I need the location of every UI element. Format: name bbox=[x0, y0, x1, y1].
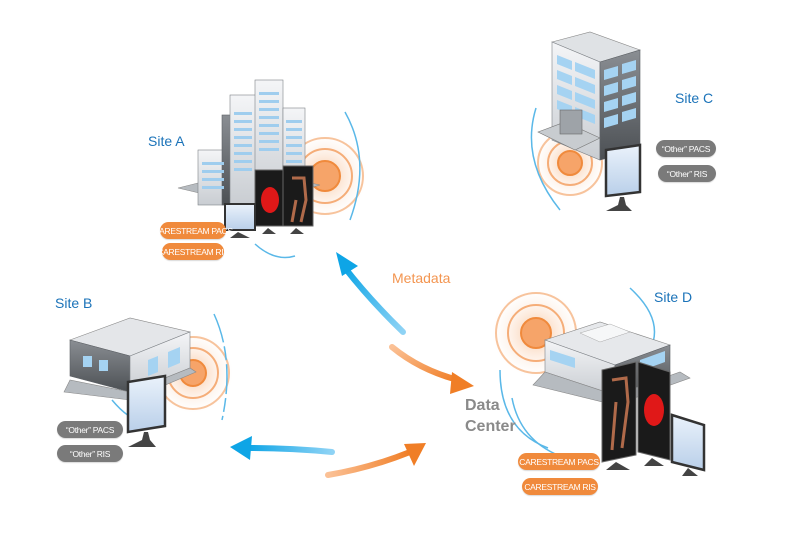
site-c-label: Site C bbox=[675, 90, 714, 106]
site-a-pacs-badge: CARESTREAM PACS bbox=[153, 222, 233, 239]
flow-arrow-to-site-a bbox=[336, 252, 406, 335]
workstation-monitor-icon bbox=[604, 143, 642, 211]
site-d-pacs-badge: CARESTREAM PACS bbox=[518, 453, 600, 470]
data-center-label-line1: Data bbox=[465, 397, 500, 414]
site-a-label: Site A bbox=[148, 133, 185, 149]
orbit-arc bbox=[254, 243, 296, 259]
site-b-pacs-badge: “Other” PACS bbox=[57, 421, 123, 438]
orbit-arc bbox=[344, 111, 361, 221]
site-c-graphic bbox=[530, 31, 642, 211]
3d-viewer-monitors-icon bbox=[224, 165, 314, 238]
workstation-monitor-icon bbox=[126, 374, 167, 447]
site-a-graphic bbox=[177, 79, 367, 259]
site-b-graphic bbox=[63, 313, 233, 447]
site-a-ris-badge: CARESTREAM RIS bbox=[157, 243, 229, 260]
orbit-arc bbox=[530, 107, 561, 211]
3d-viewer-monitors-icon bbox=[601, 361, 706, 476]
flow-arrow-to-site-b bbox=[230, 436, 335, 460]
clinic-building-icon bbox=[63, 317, 197, 401]
site-d-ris-badge: CARESTREAM RIS bbox=[522, 478, 598, 495]
office-building-icon bbox=[537, 31, 641, 161]
orbit-arc bbox=[213, 313, 228, 421]
site-d-graphic bbox=[492, 287, 706, 476]
metadata-flow-label: Metadata bbox=[392, 270, 451, 286]
data-center-label: Data Center bbox=[465, 395, 516, 437]
site-d-label: Site D bbox=[654, 289, 693, 305]
flow-arrow-from-site-b bbox=[325, 443, 426, 478]
orbit-arc bbox=[511, 397, 561, 457]
site-b-ris-badge: “Other” RIS bbox=[57, 445, 123, 462]
flow-arrow-to-data-center bbox=[389, 344, 474, 394]
site-c-pacs-badge: “Other” PACS bbox=[656, 140, 716, 157]
data-center-label-line2: Center bbox=[465, 418, 516, 435]
site-c-ris-badge: “Other” RIS bbox=[658, 165, 716, 182]
site-b-label: Site B bbox=[55, 295, 93, 311]
